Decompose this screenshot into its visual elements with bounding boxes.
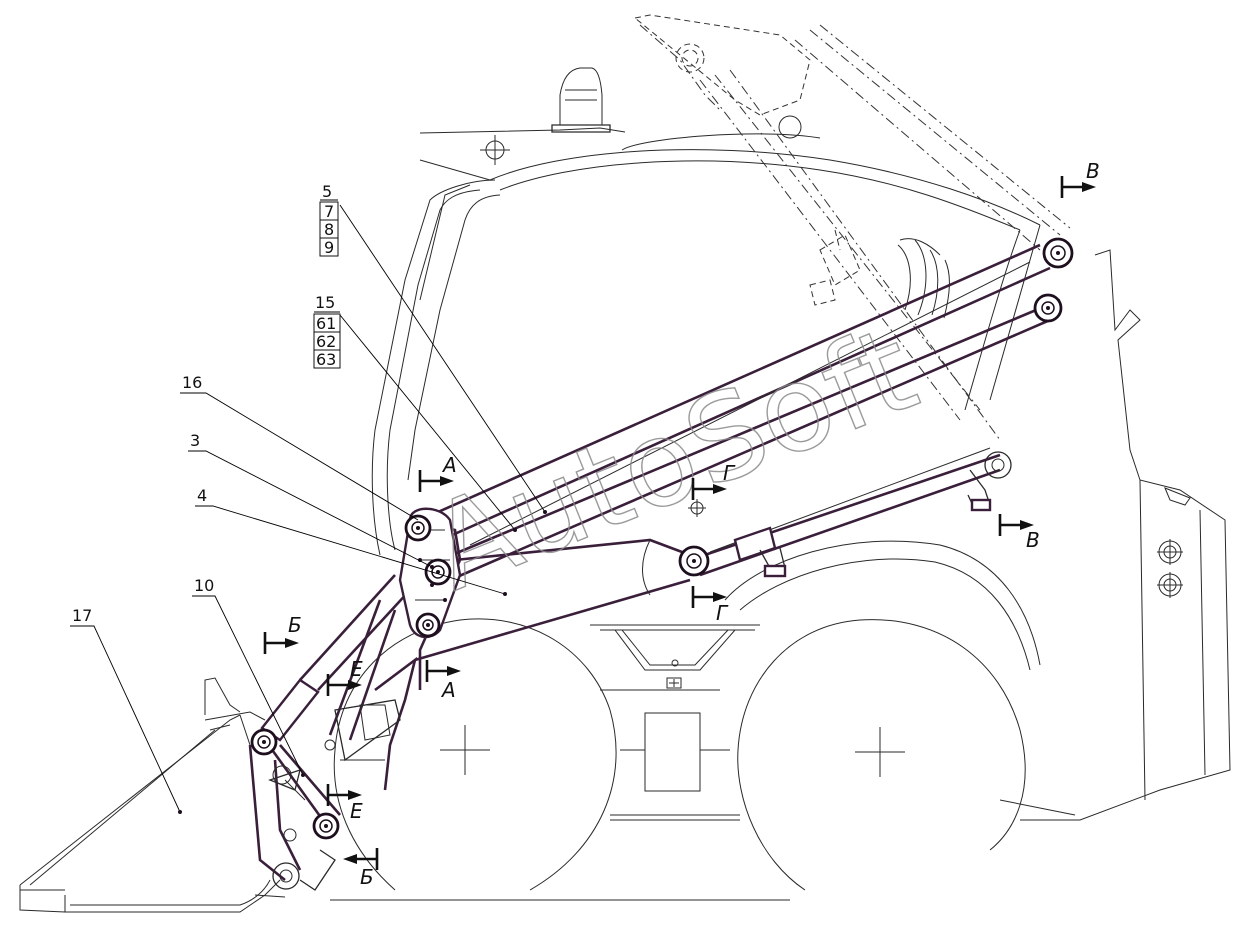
section-e-bottom-marker: Е bbox=[326, 784, 363, 823]
bucket bbox=[19, 677, 286, 913]
section-g-bottom-marker: Г bbox=[691, 586, 729, 625]
callout-5: 5 bbox=[322, 182, 332, 201]
section-v-top-marker: В bbox=[1060, 159, 1100, 198]
section-v-right-marker: В bbox=[998, 514, 1040, 552]
callout-4: 4 bbox=[197, 486, 207, 505]
pivot-pins bbox=[250, 237, 1074, 890]
callout-17: 17 bbox=[72, 606, 92, 625]
section-a-top-marker: А bbox=[418, 453, 457, 492]
pin-rear-top bbox=[1042, 237, 1074, 269]
callout-stack-15-61-62-63: 15 61 62 63 bbox=[313, 293, 517, 532]
callout-62: 62 bbox=[316, 332, 336, 351]
callout-16: 16 bbox=[182, 373, 202, 392]
section-g-top-label: Г bbox=[723, 461, 736, 485]
section-e-bottom-label: Е bbox=[350, 799, 363, 823]
pin-rear-mid bbox=[1033, 293, 1063, 323]
callout-10-group: 10 bbox=[192, 576, 305, 777]
callout-8: 8 bbox=[324, 220, 334, 239]
pin-cab-small bbox=[688, 499, 706, 517]
raised-boom-phantom bbox=[633, 14, 1071, 441]
pin-boom-base-lower bbox=[415, 612, 441, 638]
section-a-bottom-marker: А bbox=[425, 660, 461, 702]
pin-bucket-top bbox=[250, 728, 278, 756]
callout-7: 7 bbox=[324, 202, 334, 221]
section-v-right-label: В bbox=[1026, 528, 1040, 552]
callout-3-group: 3 bbox=[188, 431, 434, 569]
callout-3: 3 bbox=[190, 431, 200, 450]
section-markers: А А Б Б В В bbox=[263, 159, 1100, 889]
pin-rear-link bbox=[984, 451, 1012, 479]
callouts: 5 7 8 9 15 61 62 63 16 3 bbox=[70, 182, 547, 814]
callout-15: 15 bbox=[315, 293, 335, 312]
section-g-bottom-label: Г bbox=[716, 601, 729, 625]
callout-stack-5-7-8-9: 5 7 8 9 bbox=[319, 182, 547, 514]
section-b-left-label: Б bbox=[288, 613, 302, 637]
section-b-bottom-label: Б bbox=[360, 865, 374, 889]
callout-9: 9 bbox=[324, 238, 334, 257]
pin-boom-base-upper bbox=[404, 514, 432, 542]
section-a-bottom-label: А bbox=[440, 678, 456, 702]
pin-bucket-link bbox=[312, 812, 340, 840]
section-b-bottom-marker: Б bbox=[343, 848, 379, 889]
boom-arm bbox=[248, 243, 1061, 891]
section-e-top-label: Е bbox=[350, 657, 363, 681]
callout-17-group: 17 bbox=[70, 606, 182, 814]
section-b-left-marker: Б bbox=[263, 613, 302, 654]
callout-63: 63 bbox=[316, 350, 336, 369]
callout-16-group: 16 bbox=[180, 373, 419, 521]
callout-10: 10 bbox=[194, 576, 214, 595]
callout-61: 61 bbox=[316, 314, 336, 333]
machine-body-outline bbox=[330, 67, 1231, 901]
section-g-top-marker: Г bbox=[691, 461, 736, 500]
section-v-top-label: В bbox=[1086, 159, 1100, 183]
pin-lift-cylinder bbox=[678, 545, 710, 577]
pin-bucket-bottom bbox=[272, 862, 300, 890]
watermark-text: AutoSoft bbox=[412, 299, 934, 617]
section-e-top-marker: Е bbox=[326, 657, 363, 696]
section-a-top-label: А bbox=[441, 453, 457, 477]
callout-4-group: 4 bbox=[195, 486, 507, 596]
